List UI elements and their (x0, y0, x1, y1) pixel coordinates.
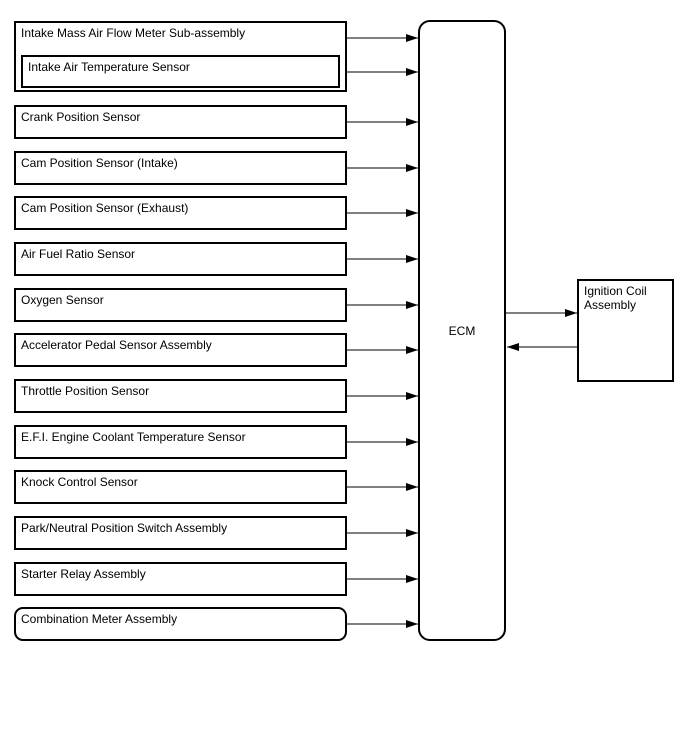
node-combination-meter-assembly: Combination Meter Assembly (14, 607, 347, 641)
node-label: Oxygen Sensor (21, 293, 104, 307)
node-label: Throttle Position Sensor (21, 384, 150, 398)
node-label: Cam Position Sensor (Intake) (21, 156, 178, 170)
node-label: Park/Neutral Position Switch Assembly (21, 521, 228, 535)
node-crank-position-sensor: Crank Position Sensor (14, 105, 347, 139)
ecm-label: ECM (448, 323, 476, 338)
node-cam-position-sensor-intake: Cam Position Sensor (Intake) (14, 151, 347, 185)
node-park-neutral-position-switch: Park/Neutral Position Switch Assembly (14, 516, 347, 550)
node-label: Knock Control Sensor (21, 475, 138, 489)
node-cam-position-sensor-exhaust: Cam Position Sensor (Exhaust) (14, 196, 347, 230)
node-ecm: ECM (418, 20, 506, 641)
node-intake-mass-air-flow-meter: Intake Mass Air Flow Meter Sub-assembly … (14, 21, 347, 92)
node-label: E.F.I. Engine Coolant Temperature Sensor (21, 430, 246, 444)
node-throttle-position-sensor: Throttle Position Sensor (14, 379, 347, 413)
node-accelerator-pedal-sensor: Accelerator Pedal Sensor Assembly (14, 333, 347, 367)
node-air-fuel-ratio-sensor: Air Fuel Ratio Sensor (14, 242, 347, 276)
node-knock-control-sensor: Knock Control Sensor (14, 470, 347, 504)
node-label: Cam Position Sensor (Exhaust) (21, 201, 189, 215)
node-label: Crank Position Sensor (21, 110, 141, 124)
node-label: Ignition Coil Assembly (584, 284, 647, 312)
node-label: Intake Mass Air Flow Meter Sub-assembly (21, 26, 246, 40)
node-intake-air-temperature-sensor: Intake Air Temperature Sensor (21, 55, 340, 88)
node-label: Combination Meter Assembly (21, 612, 178, 626)
node-oxygen-sensor: Oxygen Sensor (14, 288, 347, 322)
node-label: Starter Relay Assembly (21, 567, 146, 581)
node-starter-relay-assembly: Starter Relay Assembly (14, 562, 347, 596)
node-efi-coolant-temperature-sensor: E.F.I. Engine Coolant Temperature Sensor (14, 425, 347, 459)
node-label: Intake Air Temperature Sensor (28, 60, 190, 74)
node-ignition-coil-assembly: Ignition Coil Assembly (577, 279, 674, 382)
node-label: Air Fuel Ratio Sensor (21, 247, 136, 261)
node-label: Accelerator Pedal Sensor Assembly (21, 338, 212, 352)
